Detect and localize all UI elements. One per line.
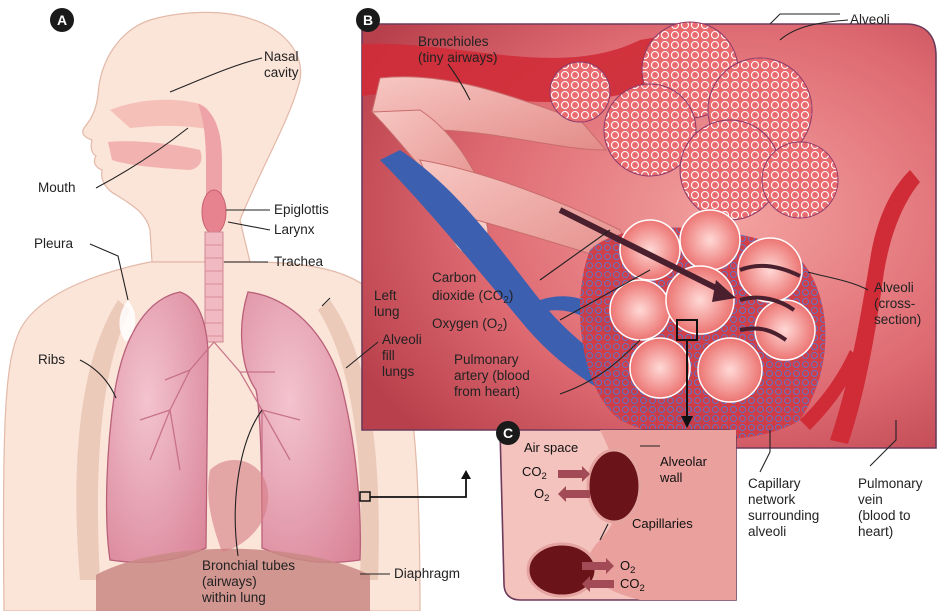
label-c-o2-bottom-sub: 2	[630, 565, 635, 576]
badge-a-text: A	[57, 12, 67, 28]
label-diaphragm: Diaphragm	[394, 566, 460, 581]
badge-b-text: B	[363, 12, 373, 28]
label-co2-1: Carbon	[432, 270, 476, 285]
label-ribs: Ribs	[38, 352, 65, 367]
panel-b	[362, 22, 936, 448]
badge-a: A	[50, 8, 74, 32]
label-alveoli-fill-2: fill	[382, 348, 395, 363]
label-left-lung-2: lung	[374, 304, 400, 319]
label-c-co2-bottom-main: CO	[620, 576, 640, 591]
label-pulm-vein-4: heart)	[858, 524, 893, 539]
label-pleura: Pleura	[34, 236, 74, 251]
label-pulm-artery-1: Pulmonary	[454, 352, 519, 367]
label-c-o2-bottom-main: O	[620, 558, 630, 573]
label-capillaries: Capillaries	[632, 516, 693, 531]
trachea-tube	[205, 232, 223, 342]
label-alveoli: Alveoli	[850, 12, 890, 27]
label-trachea: Trachea	[274, 254, 324, 269]
label-co2-main: dioxide (CO	[432, 288, 503, 303]
label-capillary-3: surrounding	[748, 508, 819, 523]
label-pulm-artery-3: from heart)	[454, 384, 520, 399]
marker-arrowhead	[461, 470, 471, 479]
label-c-co2-sub: 2	[542, 471, 547, 482]
label-capillary-1: Capillary	[748, 476, 801, 491]
label-alveoli-cross-3: section)	[874, 312, 921, 327]
label-alveolar-wall-2: wall	[659, 470, 683, 485]
label-air-space: Air space	[524, 440, 578, 455]
label-alveoli-fill-1: Alveoli	[382, 332, 422, 347]
label-bronchioles-2: (tiny airways)	[418, 50, 498, 65]
label-bronchial-2: (airways)	[202, 574, 257, 589]
label-mouth: Mouth	[38, 180, 76, 195]
label-alveoli-cross-1: Alveoli	[874, 280, 914, 295]
label-co2-close: )	[509, 288, 514, 303]
label-epiglottis: Epiglottis	[274, 202, 329, 217]
label-o2-close: )	[503, 316, 508, 331]
label-alveoli-cross-2: (cross-	[874, 296, 915, 311]
label-c-o2-sub: 2	[544, 493, 549, 504]
label-pulm-vein-3: (blood to	[858, 508, 911, 523]
label-o2-main: Oxygen (O	[432, 316, 497, 331]
label-pulm-vein-1: Pulmonary	[858, 476, 923, 491]
label-larynx: Larynx	[274, 222, 315, 237]
label-alveoli-fill-3: lungs	[382, 364, 415, 379]
label-bronchioles-1: Bronchioles	[418, 34, 489, 49]
label-c-co2-bottom-sub: 2	[640, 583, 645, 594]
label-pulm-artery-2: artery (blood	[454, 368, 530, 383]
label-c-co2-main: CO	[522, 464, 542, 479]
label-alveolar-wall-1: Alveolar	[660, 454, 708, 469]
capillary-upper	[588, 450, 640, 522]
badge-c-text: C	[503, 425, 513, 441]
label-nasal-2: cavity	[264, 65, 299, 80]
label-bronchial-3: within lung	[201, 590, 266, 605]
badge-b: B	[356, 8, 380, 32]
label-pulm-vein-2: vein	[858, 492, 883, 507]
label-c-o2-main: O	[534, 486, 544, 501]
badge-c: C	[496, 421, 520, 445]
label-capillary-4: alveoli	[748, 524, 786, 539]
label-nasal-1: Nasal	[264, 49, 299, 64]
label-capillary-2: network	[748, 492, 796, 507]
label-left-lung-1: Left	[374, 288, 397, 303]
label-bronchial-1: Bronchial tubes	[202, 558, 295, 573]
larynx-shape	[202, 190, 226, 234]
